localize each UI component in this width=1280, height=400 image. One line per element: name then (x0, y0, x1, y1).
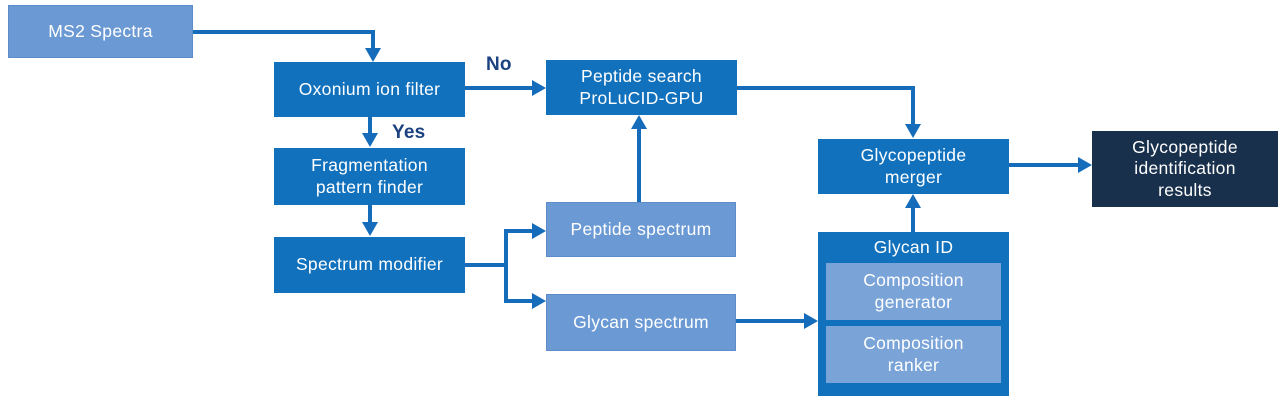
edge-oxonium-to-peptide-search-line (465, 86, 532, 90)
edge-ms2-to-oxonium-hline (193, 30, 375, 34)
node-peptide-search: Peptide search ProLuCID-GPU (546, 60, 737, 115)
arrowhead-up-into-peptide-search (631, 115, 647, 129)
arrowhead-into-peptide-spectrum (532, 223, 546, 239)
arrowhead-into-results (1078, 157, 1092, 173)
edge-glycan-id-to-merger-line (911, 207, 915, 232)
node-glycan-spectrum: Glycan spectrum (546, 294, 736, 351)
arrowhead-into-oxonium (365, 48, 381, 62)
edge-specmod-branch-feed (465, 263, 508, 267)
edge-glycan-spectrum-to-glycan-id-line (736, 319, 804, 323)
edge-branch-to-peptide-spectrum-line (504, 229, 532, 233)
node-ms2-spectra: MS2 Spectra (8, 5, 193, 58)
node-glycopeptide-identification-results: Glycopeptide identification results (1092, 131, 1278, 207)
arrowhead-into-glycan-spectrum (532, 293, 546, 309)
edge-branch-to-glycan-spectrum-line (504, 299, 532, 303)
edge-specmod-branch-vline (504, 229, 508, 303)
node-peptide-spectrum: Peptide spectrum (546, 202, 736, 257)
node-composition-generator: Composition generator (826, 263, 1001, 320)
edge-ms2-to-oxonium-vline (371, 30, 375, 50)
edge-label-no: No (486, 54, 512, 75)
edge-merger-to-results-line (1009, 163, 1078, 167)
edge-oxonium-to-fragfinder-line (368, 117, 372, 135)
glycan-id-group-title: Glycan ID (873, 237, 954, 257)
node-glycan-id-group: Glycan ID Composition generator Composit… (818, 232, 1009, 396)
edge-peptide-search-to-merger-vline (911, 86, 915, 125)
arrowhead-up-into-merger (905, 194, 921, 208)
node-composition-ranker: Composition ranker (826, 326, 1001, 383)
edge-label-yes: Yes (392, 122, 426, 143)
arrowhead-into-specmod (362, 222, 378, 236)
node-fragmentation-pattern-finder: Fragmentation pattern finder (274, 148, 465, 205)
edge-fragfinder-to-specmod-line (368, 205, 372, 224)
arrowhead-into-fragfinder (362, 133, 378, 147)
arrowhead-into-merger-top (905, 124, 921, 138)
arrowhead-into-peptide-search (532, 80, 546, 96)
node-spectrum-modifier: Spectrum modifier (274, 237, 465, 293)
node-glycopeptide-merger: Glycopeptide merger (818, 139, 1009, 194)
node-oxonium-ion-filter: Oxonium ion filter (274, 62, 465, 117)
edge-peptide-spectrum-to-search-line (637, 128, 641, 202)
arrowhead-into-glycan-id (804, 313, 818, 329)
edge-peptide-search-to-merger-hline (737, 86, 915, 90)
